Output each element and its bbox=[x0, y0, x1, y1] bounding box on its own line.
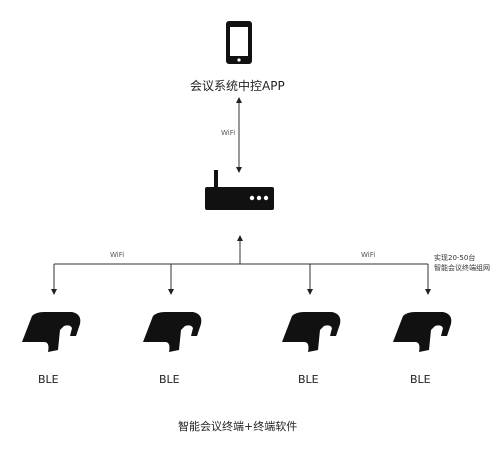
conference-terminal-icon bbox=[393, 312, 452, 352]
terminal-label: BLE bbox=[298, 373, 319, 386]
conference-terminal-icon bbox=[282, 312, 341, 352]
conference-terminal-icon bbox=[143, 312, 202, 352]
network-note-line2: 智能会议终端组网 bbox=[434, 264, 490, 272]
network-note-line1: 实现20-50台 bbox=[434, 254, 476, 262]
terminal-label: BLE bbox=[410, 373, 431, 386]
conference-terminal-icon bbox=[22, 312, 81, 352]
wifi-label-right: WiFi bbox=[361, 251, 376, 259]
terminal-label: BLE bbox=[38, 373, 59, 386]
wifi-label-left: WiFi bbox=[110, 251, 125, 259]
smartphone-icon bbox=[226, 21, 252, 64]
bottom-title: 智能会议终端+终端软件 bbox=[178, 420, 298, 433]
wifi-label-top: WiFi bbox=[221, 129, 236, 137]
app-label: 会议系统中控APP bbox=[190, 79, 285, 93]
terminal-label: BLE bbox=[159, 373, 180, 386]
network-note: 实现20-50台 智能会议终端组网 bbox=[434, 253, 490, 273]
router-icon bbox=[205, 170, 274, 210]
